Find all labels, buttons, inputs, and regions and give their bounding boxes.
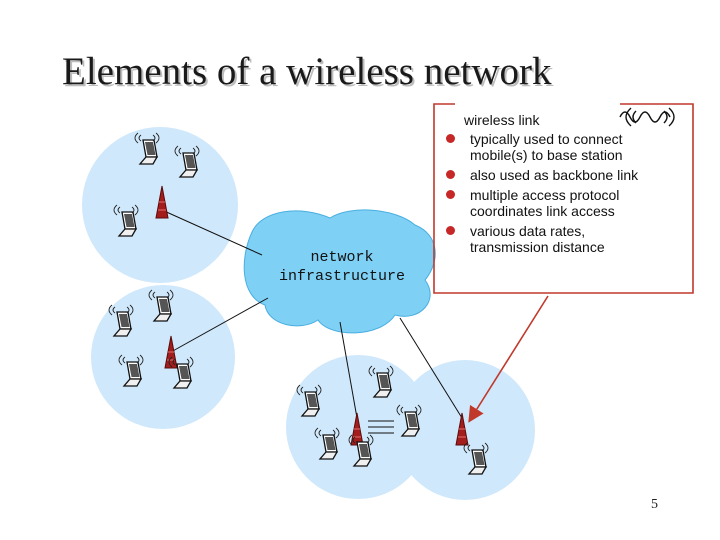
callout-box [433, 103, 694, 294]
network-infrastructure-cloud [243, 209, 436, 334]
bullet-text-line: coordinates link access [470, 203, 615, 219]
bullet-text-line: transmission distance [470, 239, 605, 255]
bullet-text-line: multiple access protocol [470, 187, 620, 203]
callout-bullet-item: also used as backbone link [446, 167, 686, 183]
slide-title: Elements of a wireless network [62, 50, 552, 93]
callout-bullet-item: multiple access protocol coordinates lin… [446, 187, 686, 219]
callout-bullet-item: various data rates, transmission distanc… [446, 223, 686, 255]
network-infrastructure-label: network infrastructure [262, 248, 422, 286]
callout-bullet-item: typically used to connect mobile(s) to b… [446, 131, 686, 163]
bullet-text-line: mobile(s) to base station [470, 147, 623, 163]
signal-wave-icon [368, 420, 394, 434]
bullet-text-line: typically used to connect [470, 131, 623, 147]
callout-arrow [468, 295, 549, 423]
page-number: 5 [651, 497, 658, 512]
bullet-text-line: various data rates, [470, 223, 586, 239]
bullet-icon [446, 190, 455, 199]
callout-bullet-list: typically used to connect mobile(s) to b… [446, 131, 686, 259]
bullet-icon [446, 170, 455, 179]
network-label-line: infrastructure [278, 268, 406, 285]
wired-links [161, 209, 463, 419]
bullet-icon [446, 134, 455, 143]
bullet-text-line: also used as backbone link [470, 167, 639, 183]
callout-title: wireless link [461, 112, 543, 128]
network-label-line: network [310, 249, 374, 266]
bullet-icon [446, 226, 455, 235]
signal-wave-icon [619, 107, 675, 127]
